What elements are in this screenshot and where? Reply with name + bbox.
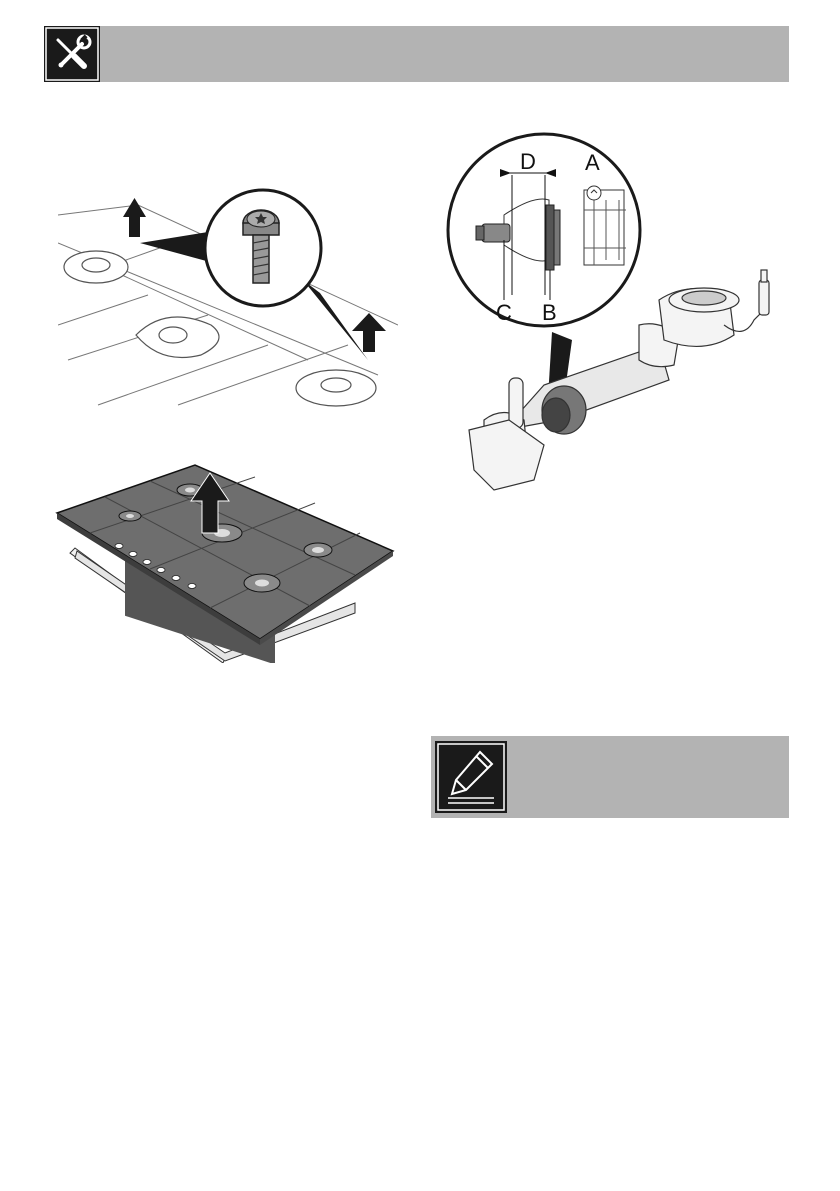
label-a: A [585, 150, 600, 175]
figure-hob-screws [58, 185, 398, 415]
label-b: B [542, 300, 557, 325]
tools-icon [44, 26, 100, 82]
figure-hob-lift [55, 463, 400, 663]
label-d: D [520, 149, 536, 174]
label-c: C [496, 300, 512, 325]
figure-nozzle-detail: D A C B [444, 130, 784, 510]
pencil-note-icon [434, 740, 508, 814]
note-box [431, 736, 789, 818]
section-header-bar [44, 26, 789, 82]
